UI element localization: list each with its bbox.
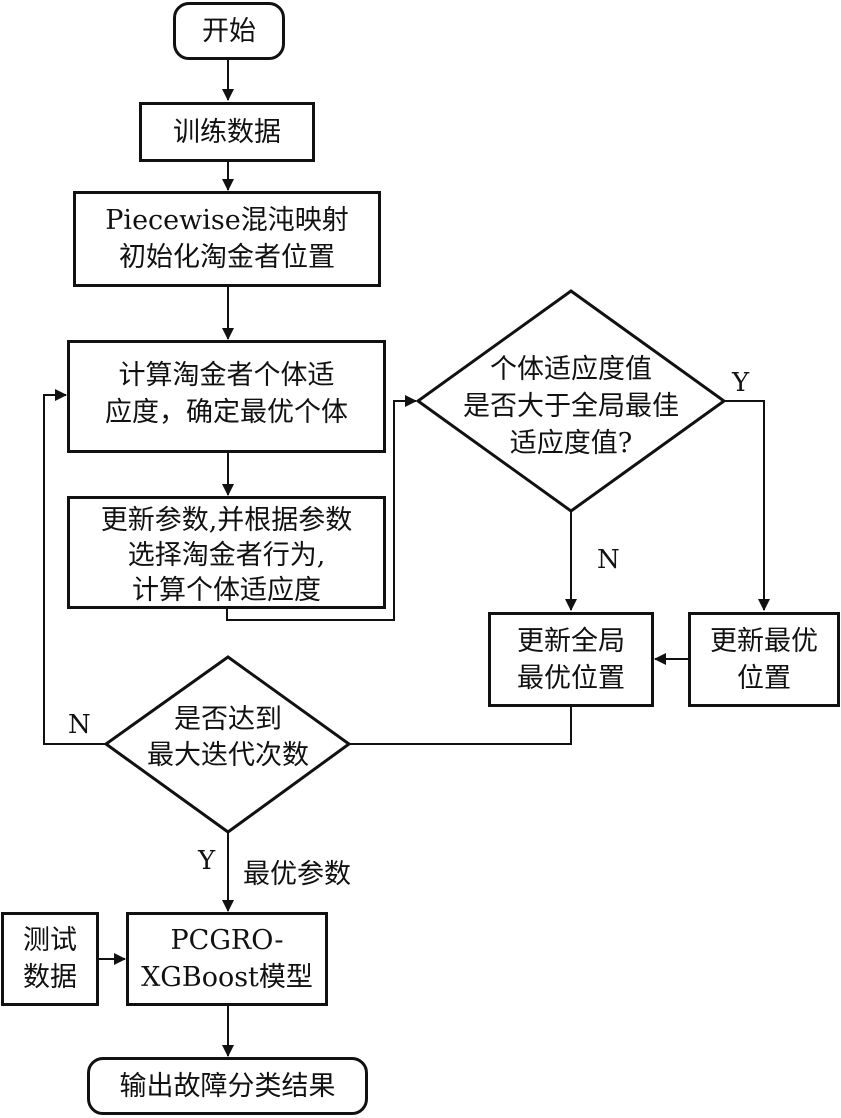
edge-label-fitness-no: N [597, 545, 620, 575]
model-line2: XGBoost模型 [141, 962, 313, 993]
edge-update-params-to-decision [226, 395, 417, 621]
update-params-label-line2: 选择淘金者行为, [127, 540, 326, 571]
decision-iter-line1: 是否达到 [174, 704, 282, 735]
update-global-node: 更新全局 最优位置 [488, 612, 654, 707]
edge-iter-no-to-fitness [43, 389, 106, 745]
edge-decision-yes-to-update-best [724, 400, 770, 611]
decision-iter-line2: 最大迭代次数 [147, 740, 309, 771]
start-label: 开始 [202, 15, 256, 47]
train-data-label: 训练数据 [173, 116, 281, 148]
test-data-node: 测试 数据 [1, 912, 99, 1006]
decision-fitness-line3: 适应度值? [509, 427, 633, 459]
edge-annotation-best-params: 最优参数 [243, 859, 351, 890]
decision-fitness-line2: 是否大于全局最佳 [463, 390, 679, 422]
update-params-node: 更新参数,并根据参数 选择淘金者行为, 计算个体适应度 [67, 496, 386, 609]
init-label-line1: Piecewise混沌映射 [105, 205, 349, 236]
edge-label-iter-no: N [68, 710, 91, 740]
test-data-line1: 测试 [23, 925, 77, 956]
output-node: 输出故障分类结果 [87, 1057, 368, 1115]
update-global-line1: 更新全局 [517, 625, 625, 657]
fitness-node: 计算淘金者个体适 应度，确定最优个体 [67, 340, 386, 453]
fitness-label-line2: 应度，确定最优个体 [105, 397, 348, 428]
fitness-label-line1: 计算淘金者个体适 [118, 360, 335, 391]
train-data-node: 训练数据 [139, 102, 315, 162]
decision-iter-diamond [103, 655, 352, 834]
start-node: 开始 [173, 2, 285, 60]
update-params-label-line3: 计算个体适应度 [132, 575, 321, 606]
update-best-node: 更新最优 位置 [688, 612, 840, 707]
edge-label-iter-yes: Y [198, 846, 216, 876]
update-best-line2: 位置 [737, 662, 791, 694]
update-global-line2: 最优位置 [517, 662, 625, 694]
decision-fitness-line1: 个体适应度值 [490, 353, 652, 385]
test-data-line2: 数据 [23, 962, 77, 993]
init-label-line2: 初始化淘金者位置 [119, 242, 335, 273]
model-line1: PCGRO- [170, 925, 284, 956]
edge-update-global-to-iter [303, 706, 572, 750]
update-params-label-line1: 更新参数,并根据参数 [100, 505, 353, 536]
output-label: 输出故障分类结果 [119, 1070, 336, 1102]
decision-iter-label: 是否达到 最大迭代次数 [116, 700, 340, 776]
decision-fitness-diamond [415, 289, 727, 513]
edge-label-fitness-yes: Y [732, 368, 750, 398]
decision-fitness-label: 个体适应度值 是否大于全局最佳 适应度值? [430, 346, 712, 466]
model-node: PCGRO- XGBoost模型 [126, 912, 328, 1006]
update-best-line1: 更新最优 [710, 625, 818, 657]
init-node: Piecewise混沌映射 初始化淘金者位置 [73, 191, 381, 287]
